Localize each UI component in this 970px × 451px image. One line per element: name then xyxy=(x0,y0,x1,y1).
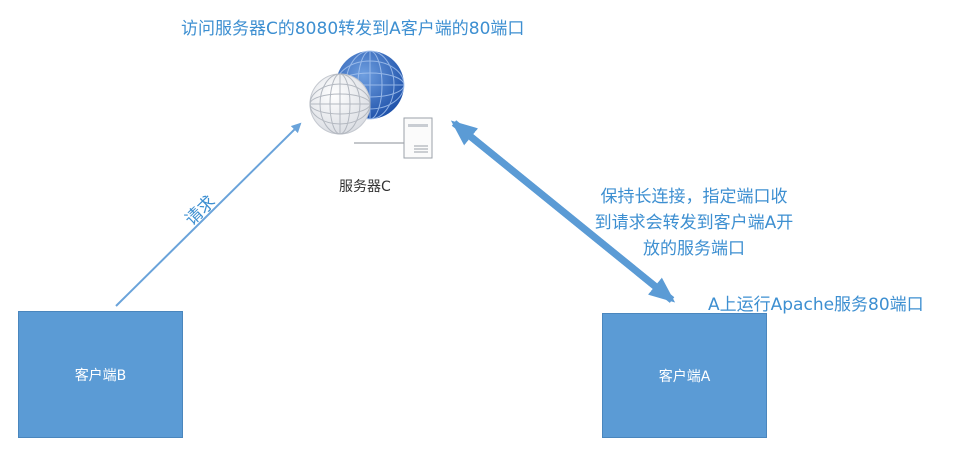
tunnel-note-line: 到请求会转发到客户端A开 xyxy=(594,213,794,233)
globe-icon xyxy=(309,50,405,135)
tunnel-note-line: 保持长连接，指定端口收 xyxy=(600,187,788,207)
tunnel-arrow xyxy=(450,120,676,303)
diagram-title: 访问服务器C的8080转发到A客户端的80端口 xyxy=(181,19,525,39)
tunnel-note: 保持长连接，指定端口收 到请求会转发到客户端A开 放的服务端口 xyxy=(574,184,814,262)
client-b-box: 客户端B xyxy=(18,311,183,438)
request-arrow xyxy=(115,122,302,307)
client-b-label: 客户端B xyxy=(74,367,127,384)
client-a-label: 客户端A xyxy=(658,368,711,385)
apache-label: A上运行Apache服务80端口 xyxy=(708,295,924,315)
tunnel-note-line: 放的服务端口 xyxy=(643,239,745,259)
server-tower-icon xyxy=(354,117,433,159)
client-a-box: 客户端A xyxy=(602,313,767,438)
server-caption: 服务器C xyxy=(339,179,391,195)
